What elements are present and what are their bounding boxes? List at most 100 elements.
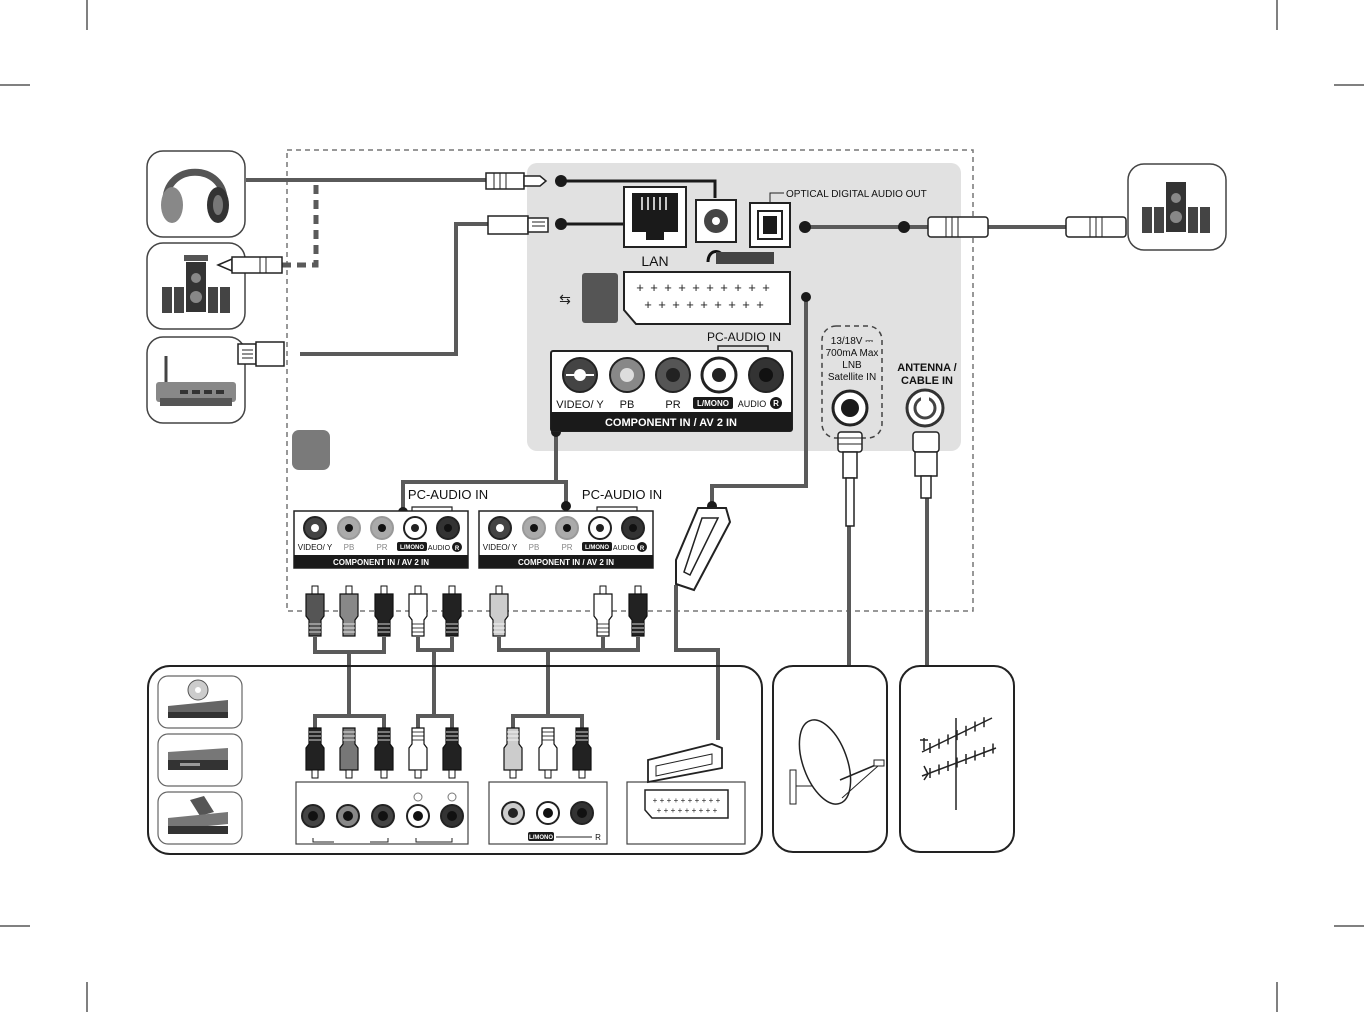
rca-plug bbox=[305, 585, 325, 637]
sub-port-label: VIDEO/ Y bbox=[483, 543, 518, 552]
scart-plug bbox=[675, 507, 732, 592]
source-av-panel: L/MONO R bbox=[488, 781, 608, 845]
scart-pin: + bbox=[716, 796, 721, 805]
set-top-box-box bbox=[157, 791, 243, 845]
rca-plug bbox=[538, 727, 558, 779]
sources-box bbox=[147, 665, 763, 855]
rca-plug bbox=[408, 585, 428, 637]
sub-port-label: L/MONO bbox=[585, 545, 609, 551]
sub-pc-audio-label: PC-AUDIO IN bbox=[408, 487, 488, 502]
scart-pin: + bbox=[728, 297, 736, 312]
scart-pin: + bbox=[653, 796, 658, 805]
set-top-box-icon bbox=[168, 796, 228, 834]
component-panel: PC-AUDIO IN COMPONENT IN / AV 2 IN VIDEO… bbox=[550, 330, 793, 432]
rca-plug bbox=[305, 727, 325, 779]
scart-pin: + bbox=[664, 806, 669, 815]
sub-port-label: AUDIO bbox=[613, 545, 636, 552]
rca-plug bbox=[628, 585, 648, 637]
port-pr bbox=[655, 357, 691, 393]
scart-pin: + bbox=[660, 796, 665, 805]
scart-pin: + bbox=[695, 796, 700, 805]
source-component-panel bbox=[295, 781, 469, 845]
scart-pin: + bbox=[686, 297, 694, 312]
antenna-coax-plug bbox=[912, 431, 940, 499]
scart-symbol-icon: ⇆ bbox=[559, 291, 571, 307]
rca-plug bbox=[503, 727, 523, 779]
lan-port: LAN bbox=[623, 186, 687, 269]
scart-pin: + bbox=[692, 806, 697, 815]
scart-pin: + bbox=[674, 796, 679, 805]
scart-pin: + bbox=[672, 297, 680, 312]
antenna-port bbox=[905, 388, 945, 428]
scart-pin: + bbox=[667, 796, 672, 805]
satellite-dish-icon bbox=[789, 719, 885, 805]
headphones-icon bbox=[161, 168, 229, 223]
dvd-player-box bbox=[157, 675, 243, 729]
sub-bar-label: COMPONENT IN / AV 2 IN bbox=[333, 558, 429, 567]
rca-plug bbox=[408, 727, 428, 779]
rca-plug bbox=[374, 585, 394, 637]
sub-port-label: PB bbox=[529, 543, 540, 552]
sub-port-label: PR bbox=[561, 543, 572, 552]
scart-pin: + bbox=[709, 796, 714, 805]
port-video-y bbox=[562, 357, 598, 393]
scart-pin: + bbox=[636, 280, 644, 295]
antenna-label: ANTENNA /CABLE IN bbox=[897, 362, 956, 387]
scart-pin: + bbox=[685, 806, 690, 815]
speaker-aux-cable bbox=[282, 185, 319, 268]
port-l-mono-label: L/MONO bbox=[697, 399, 729, 408]
rca-plug bbox=[572, 727, 592, 779]
antenna-port-group: ANTENNA /CABLE IN bbox=[897, 362, 957, 428]
ant-text-line: CABLE IN bbox=[901, 375, 953, 387]
sub-pc-audio-label: PC-AUDIO IN bbox=[582, 487, 662, 502]
scart-cable bbox=[710, 297, 808, 505]
scart-pin: + bbox=[678, 280, 686, 295]
scart-pin: + bbox=[742, 297, 750, 312]
dvd-player-icon bbox=[168, 679, 228, 718]
pc-audio-label: PC-AUDIO IN bbox=[707, 330, 781, 344]
scart-pin: + bbox=[650, 280, 658, 295]
rca-plug bbox=[489, 585, 509, 637]
scart-pin: + bbox=[706, 806, 711, 815]
optical-plug-tv bbox=[927, 216, 989, 238]
scart-pin: + bbox=[702, 796, 707, 805]
scart-pin: + bbox=[720, 280, 728, 295]
sub-port-label: AUDIO bbox=[428, 545, 451, 552]
vcr-box bbox=[157, 733, 243, 787]
satellite-coax-plug bbox=[837, 431, 863, 527]
scart-pin: + bbox=[748, 280, 756, 295]
sub-port-label: L/MONO bbox=[400, 545, 424, 551]
optical-speakers-box bbox=[1127, 163, 1227, 251]
rca-plugs bbox=[305, 585, 648, 779]
component-bar-label: COMPONENT IN / AV 2 IN bbox=[605, 417, 737, 429]
source-l-mono-label: L/MONO bbox=[529, 835, 553, 841]
headphone-port bbox=[695, 199, 774, 264]
tv-antenna-icon bbox=[920, 717, 997, 810]
port-pb-label: PB bbox=[620, 399, 635, 411]
lnb-text-line: Satellite IN bbox=[828, 372, 876, 383]
scart-pin: + bbox=[762, 280, 770, 295]
optical-plug-speaker bbox=[1065, 216, 1127, 238]
home-theater-speakers-icon bbox=[162, 255, 230, 313]
rca-plug bbox=[374, 727, 394, 779]
sub-port-label: R bbox=[455, 546, 460, 552]
scart-pin: + bbox=[671, 806, 676, 815]
scart-pin: + bbox=[713, 806, 718, 815]
port-r bbox=[748, 357, 784, 393]
scart-pin: + bbox=[678, 806, 683, 815]
sub-bar-label: COMPONENT IN / AV 2 IN bbox=[518, 558, 614, 567]
lan-label: LAN bbox=[641, 253, 668, 269]
scart-pin: + bbox=[692, 280, 700, 295]
component-cable-2 bbox=[556, 480, 568, 506]
optical-port: OPTICAL DIGITAL AUDIO OUT bbox=[749, 189, 927, 248]
lnb-text-line: LNB bbox=[842, 360, 862, 371]
port-video-y-label: VIDEO/ Y bbox=[556, 399, 604, 411]
headphone-jack-plug bbox=[485, 172, 548, 190]
scart-pin: + bbox=[706, 280, 714, 295]
port-audio-label: AUDIO bbox=[738, 399, 767, 409]
lnb-text-line: 700mA Max bbox=[826, 348, 879, 359]
source-r-label: R bbox=[595, 833, 601, 842]
